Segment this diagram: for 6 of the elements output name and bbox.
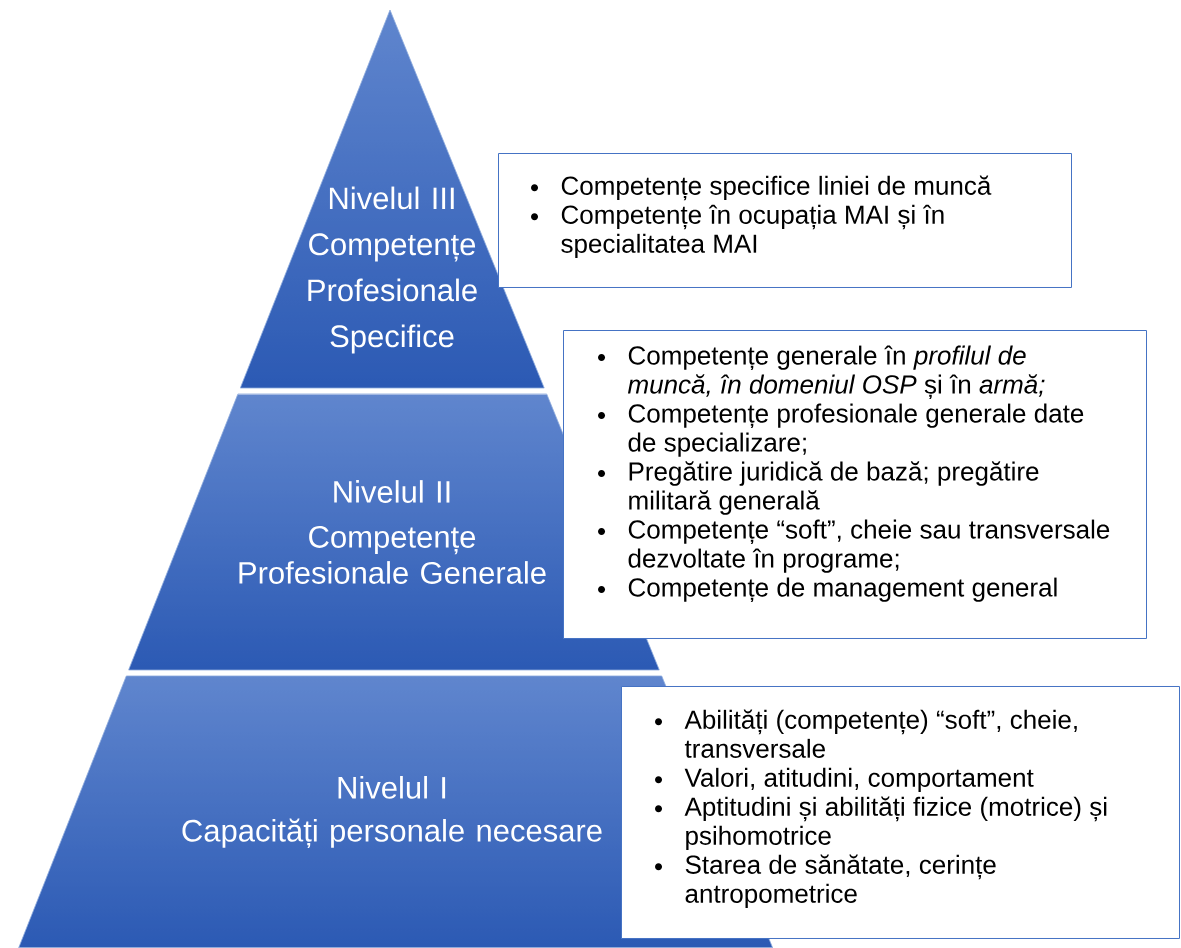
list-item: Competențe în ocupația MAI și în specialitatea MAI: [561, 204, 944, 259]
pyramid-level: Nivelul III Competențe Profesionale Specifice: [239, 9, 545, 389]
text-box: [498, 153, 1072, 288]
text-box: [563, 330, 1147, 639]
text-box: [621, 686, 1180, 939]
list-item: Competențe specifice liniei de muncă: [561, 175, 992, 201]
